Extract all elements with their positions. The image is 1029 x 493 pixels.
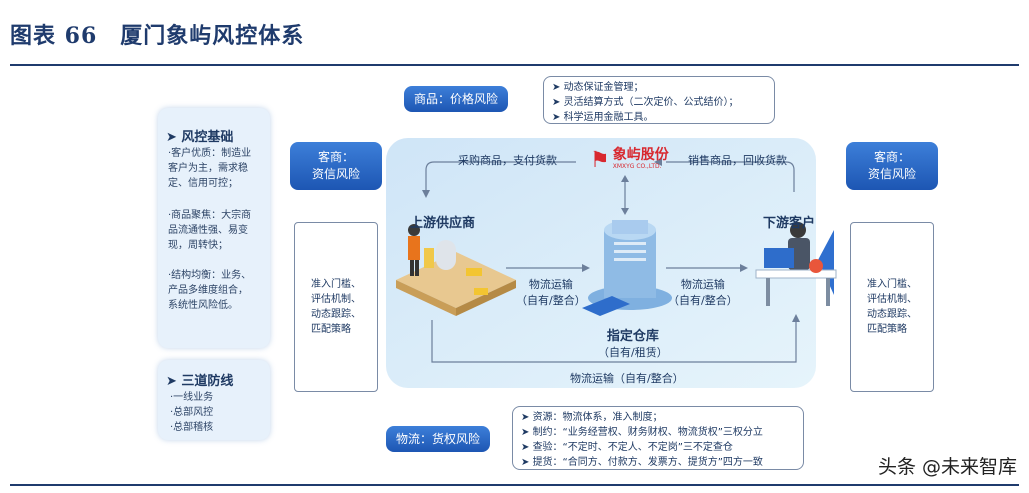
top-divider: [10, 64, 1019, 66]
foundation-item-commodities: ·商品聚焦：大宗商 品流通性强、易变 现，周转快；: [168, 210, 252, 251]
logistics-label-left: 物流运输（自有/整合）: [516, 278, 586, 307]
logistics-label-right: 物流运输（自有/整合）: [668, 278, 738, 307]
client-measures-right: 准入门槛、 评估机制、 动态跟踪、 匹配策略: [850, 222, 934, 392]
logistics-risk-pill: 物流：货权风险: [386, 426, 490, 452]
logo-name: 象屿股份: [612, 146, 669, 163]
logistics-label-bottom: 物流运输（自有/整合）: [570, 372, 684, 385]
customer-illustration: [755, 222, 837, 306]
watermark: 头条 @未来智库: [877, 456, 1017, 478]
warehouse-label: 指定仓库 （自有/租赁）: [598, 329, 668, 359]
commodity-risk-pill: 商品：价格风险: [404, 86, 508, 112]
logistics-measures-callout: ➤ 资源：物流体系，准入制度； ➤ 制约：“业务经营权、财务财权、物流货权”三权…: [512, 406, 804, 470]
bottom-divider: [10, 484, 1019, 486]
purchase-flow-label: 采购商品，支付货款: [458, 154, 557, 167]
sales-flow-label: 销售商品，回收货款: [688, 154, 787, 167]
upstream-label: 上游供应商: [410, 216, 476, 231]
defense-heading: ➤ 三道防线: [166, 374, 234, 389]
defense-items: ·一线业务 ·总部风控 ·总部稽核: [170, 392, 214, 433]
flag-logo-icon: ⚑: [590, 148, 610, 173]
foundation-heading: ➤ 风控基础: [166, 130, 234, 145]
client-risk-pill-right: 客商：资信风险: [846, 142, 938, 190]
client-measures-left: 准入门槛、 评估机制、 动态跟踪、 匹配策略: [294, 222, 378, 392]
company-logo: ⚑ 象屿股份 XMXYG CO.,LTD.: [590, 146, 669, 174]
foundation-panel: ➤ 风控基础 ·客户优质：制造业 客户为主，需求稳 定、信用可控； ·商品聚焦：…: [158, 108, 270, 348]
defense-panel: ➤ 三道防线 ·一线业务 ·总部风控 ·总部稽核: [158, 360, 270, 440]
page-title: 图表 66 厦门象屿风控体系: [10, 23, 305, 49]
foundation-item-structure: ·结构均衡：业务、 产品多维度组合， 系统性风险低。: [168, 270, 252, 311]
supplier-illustration: [396, 224, 516, 316]
warehouse-illustration: [582, 220, 672, 316]
client-risk-pill-left: 客商：资信风险: [290, 142, 382, 190]
logo-english: XMXYG CO.,LTD.: [612, 162, 662, 170]
foundation-item-customers: ·客户优质：制造业 客户为主，需求稳 定、信用可控；: [168, 148, 252, 189]
central-background: [386, 138, 816, 388]
commodity-measures-callout: ➤ 动态保证金管理； ➤ 灵活结算方式（二次定价、公式结价）； ➤ 科学运用金融…: [543, 76, 775, 124]
downstream-label: 下游客户: [763, 216, 816, 231]
